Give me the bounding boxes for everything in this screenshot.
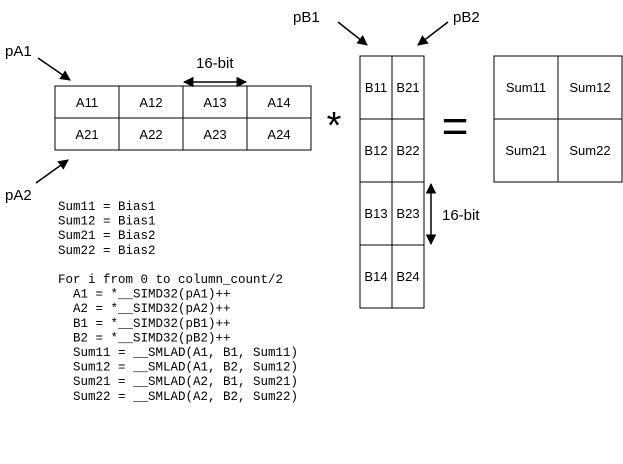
code-line: Sum12 = Bias1 xyxy=(58,215,156,229)
code-line: Sum11 = __SMLAD(A1, B1, Sum11) xyxy=(58,346,298,360)
code-line: B2 = *__SIMD32(pB2)++ xyxy=(58,331,231,345)
cell-b12: B12 xyxy=(364,143,387,158)
code-line: Sum21 = Bias2 xyxy=(58,229,156,243)
cell-a14: A14 xyxy=(267,95,290,110)
cell-a11: A11 xyxy=(76,95,98,110)
matrix-sum: Sum11 Sum12 Sum21 Sum22 xyxy=(493,55,623,183)
width-label-b: 16-bit xyxy=(442,207,480,224)
cell-a12: A12 xyxy=(139,95,162,110)
code-line: Sum11 = Bias1 xyxy=(58,200,156,214)
pA2-arrow xyxy=(35,159,69,184)
multiply-operator: * xyxy=(327,105,342,147)
code-line: A2 = *__SIMD32(pA2)++ xyxy=(58,302,231,316)
cell-b23: B23 xyxy=(396,206,419,221)
pA1-arrow xyxy=(37,57,71,81)
cell-sum22: Sum22 xyxy=(569,143,610,158)
cell-b13: B13 xyxy=(364,206,387,221)
matrix-b: B11 B12 B13 B14 B21 B22 B23 B24 xyxy=(359,55,425,309)
pA2-label: pA2 xyxy=(5,187,32,204)
cell-sum12: Sum12 xyxy=(569,80,610,95)
cell-a21: A21 xyxy=(75,127,98,142)
code-line: B1 = *__SIMD32(pB1)++ xyxy=(58,317,231,331)
pB2-label: pB2 xyxy=(453,9,480,26)
code-line: Sum22 = __SMLAD(A2, B2, Sum22) xyxy=(58,390,298,404)
code-line: Sum21 = __SMLAD(A2, B1, Sum21) xyxy=(58,375,298,389)
cell-b14: B14 xyxy=(364,269,387,284)
equals-operator: = xyxy=(442,100,469,152)
pB1-arrow xyxy=(337,21,368,46)
cell-a23: A23 xyxy=(203,127,226,142)
cell-sum21: Sum21 xyxy=(505,143,546,158)
code-line: Sum12 = __SMLAD(A1, B2, Sum12) xyxy=(58,361,298,375)
cell-a22: A22 xyxy=(139,127,162,142)
cell-b21: B21 xyxy=(396,80,419,95)
cell-a13: A13 xyxy=(203,95,226,110)
code-line: A1 = *__SIMD32(pA1)++ xyxy=(58,288,231,302)
matrix-a: A11 A12 A13 A14 A21 A22 A23 A24 xyxy=(54,85,312,151)
cell-b24: B24 xyxy=(396,269,419,284)
width-label-a: 16-bit xyxy=(196,55,234,72)
code-line: For i from 0 to column_count/2 xyxy=(58,273,283,287)
cell-sum11: Sum11 xyxy=(506,80,546,95)
pA1-label: pA1 xyxy=(5,43,32,60)
pB2-arrow xyxy=(417,21,449,46)
code-line: Sum22 = Bias2 xyxy=(58,244,156,258)
cell-b11: B11 xyxy=(365,80,387,95)
cell-a24: A24 xyxy=(267,127,290,142)
cell-b22: B22 xyxy=(396,143,419,158)
pB1-label: pB1 xyxy=(293,9,320,26)
